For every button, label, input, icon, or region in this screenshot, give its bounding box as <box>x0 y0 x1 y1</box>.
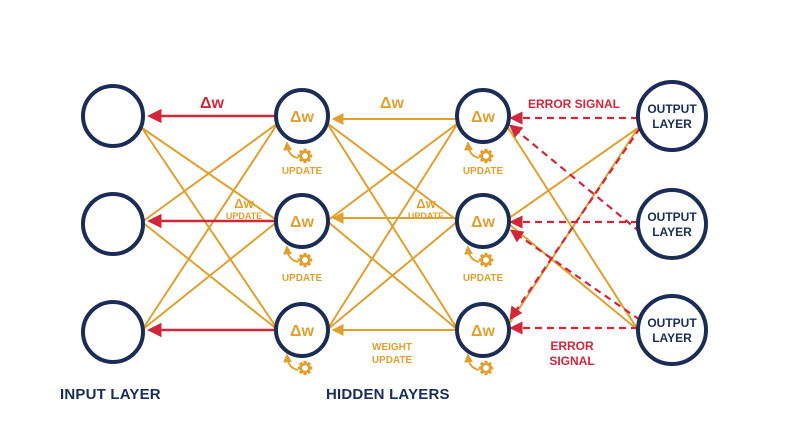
update-icon-group <box>283 245 314 269</box>
hidden-node <box>455 302 511 358</box>
update-label: UPDATE <box>463 166 504 177</box>
update-label: UPDATE <box>282 273 323 284</box>
update-icons <box>283 141 495 377</box>
error-signal-label: SIGNAL <box>549 354 594 368</box>
hidden-node <box>274 302 330 358</box>
gear-icon <box>296 147 314 165</box>
output-layer-label: LAYER <box>652 225 692 239</box>
delta-w-label: Δw <box>290 109 315 126</box>
delta-w-label-red: Δw <box>200 95 225 112</box>
weight-update-label: UPDATE <box>372 355 413 366</box>
input-node <box>81 84 145 148</box>
hidden-layer-2-nodes <box>455 88 511 358</box>
delta-w-label: Δw <box>471 323 496 340</box>
update-label-small: UPDATE <box>226 211 262 221</box>
output-layer-nodes <box>636 80 708 366</box>
output-node <box>636 294 708 366</box>
output-layer-label: OUTPUT <box>647 210 697 224</box>
hidden-node <box>274 193 330 249</box>
curved-arrow-icon <box>283 245 299 263</box>
curved-arrow-icon <box>283 353 299 371</box>
connections-input-hidden1 <box>141 122 279 331</box>
input-layer-label: INPUT LAYER <box>60 386 161 403</box>
delta-w-label: Δw <box>290 323 315 340</box>
update-label-small: UPDATE <box>408 211 444 221</box>
delta-w-label-small: Δw <box>416 196 436 211</box>
gear-icon <box>477 359 495 377</box>
hidden-layer-1-nodes <box>274 88 330 358</box>
hidden-node <box>455 193 511 249</box>
delta-w-label: Δw <box>290 214 315 231</box>
output-node <box>636 188 708 260</box>
hidden-layers-label: HIDDEN LAYERS <box>326 386 450 403</box>
input-node <box>81 300 145 364</box>
update-icon-group <box>464 141 495 165</box>
error-signal-label: ERROR SIGNAL <box>528 97 620 111</box>
gear-icon <box>477 251 495 269</box>
connections-hidden1-hidden2 <box>326 122 459 331</box>
update-icon-group <box>283 353 314 377</box>
curved-arrow-icon <box>464 141 480 159</box>
weight-update-label: WEIGHT <box>372 342 412 353</box>
delta-w-label: Δw <box>471 109 496 126</box>
gear-icon <box>296 359 314 377</box>
curved-arrow-icon <box>464 245 480 263</box>
hidden-node <box>455 88 511 144</box>
input-node <box>81 192 145 256</box>
output-layer-label: LAYER <box>652 331 692 345</box>
weight-update-arrows <box>331 113 455 336</box>
delta-w-label-small: Δw <box>234 196 254 211</box>
update-label: UPDATE <box>463 273 504 284</box>
curved-arrow-icon <box>464 353 480 371</box>
curved-arrow-icon <box>283 141 299 159</box>
output-node <box>636 80 708 152</box>
input-layer-nodes <box>81 84 145 364</box>
gear-icon <box>296 251 314 269</box>
error-signal-label: ERROR <box>550 339 594 353</box>
delta-w-arrows <box>147 108 276 338</box>
output-layer-label: OUTPUT <box>647 102 697 116</box>
update-icon-group <box>464 245 495 269</box>
update-icon-group <box>283 141 314 165</box>
gear-icon <box>477 147 495 165</box>
delta-w-label-orange: Δw <box>380 95 405 112</box>
output-layer-label: LAYER <box>652 117 692 131</box>
output-layer-label: OUTPUT <box>647 316 697 330</box>
delta-w-label: Δw <box>471 214 496 231</box>
update-icon-group <box>464 353 495 377</box>
update-label: UPDATE <box>282 166 323 177</box>
error-signal-arrows <box>508 111 641 335</box>
hidden-node <box>274 88 330 144</box>
